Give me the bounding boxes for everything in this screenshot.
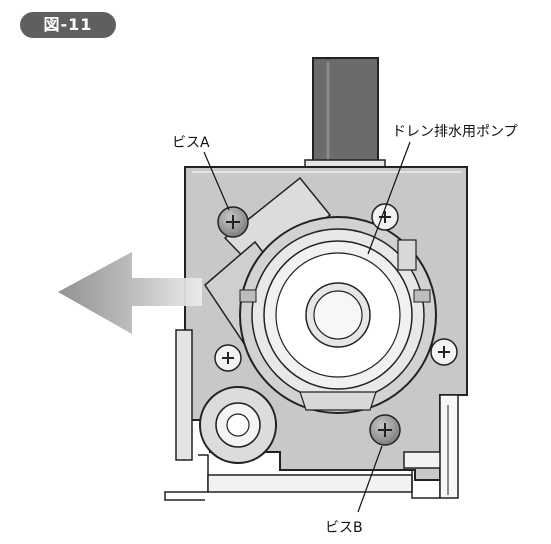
label-screw-b: ビスB — [325, 520, 363, 536]
pump-housing — [239, 216, 437, 414]
screw-b — [369, 414, 401, 446]
label-drain-pump: ドレン排水用ポンプ — [392, 124, 518, 140]
leader-line-screw-a — [203, 151, 230, 211]
screw-a — [217, 206, 249, 238]
screw-right-top — [371, 203, 399, 231]
label-screw-a: ビスA — [172, 135, 210, 151]
screw-right-mid — [430, 338, 458, 366]
leader-line-drain-pump — [367, 141, 411, 255]
figure-number-badge: 図-11 — [20, 12, 116, 38]
roller — [199, 386, 277, 464]
lower-bracket — [164, 329, 459, 501]
leader-line-screw-b — [357, 445, 383, 513]
removal-arrow — [58, 252, 202, 334]
screw-left-mid — [214, 344, 242, 372]
